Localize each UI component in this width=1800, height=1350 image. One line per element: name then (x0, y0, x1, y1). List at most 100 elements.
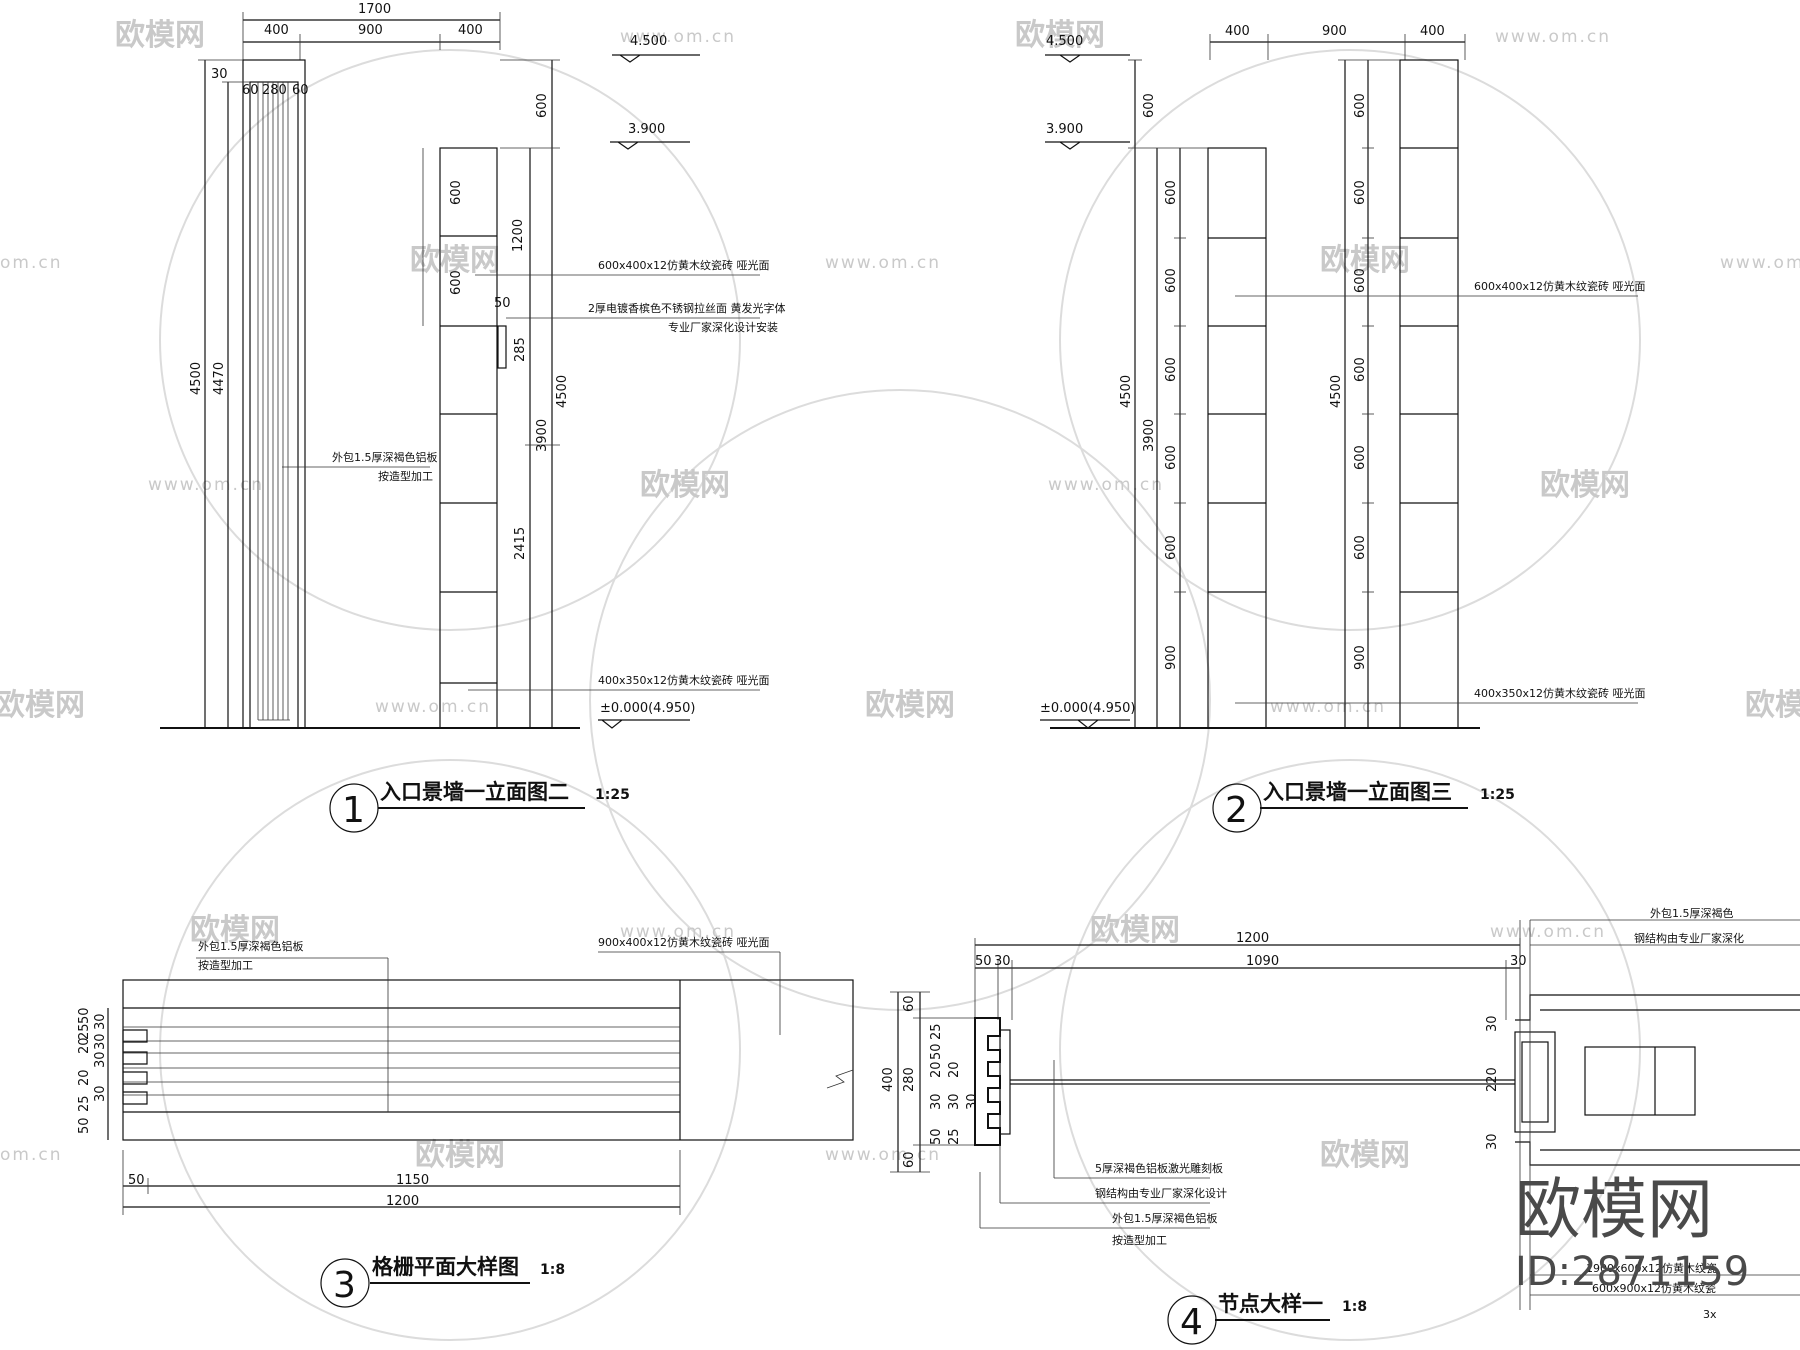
dim-30: 30 (1510, 954, 1527, 969)
watermark-url: www.om.cn (1490, 922, 1606, 942)
dim-1150: 1150 (396, 1173, 429, 1188)
drawing-number: 3 (333, 1265, 356, 1306)
level-3900: 3.900 (628, 122, 665, 137)
dim-50: 50 (929, 1128, 944, 1145)
drawing-scale: 1:25 (595, 787, 630, 803)
drawing-3-plan-detail: 50 25 20 30 30 20 25 50 30 30 50 1150 12… (77, 935, 854, 1308)
dim-25: 25 (77, 1095, 92, 1112)
dim-30: 30 (93, 1013, 108, 1030)
dim-600: 600 (1164, 357, 1179, 382)
watermark-circle (1059, 759, 1641, 1341)
dim-1200: 1200 (1236, 931, 1269, 946)
watermark-circle (159, 759, 741, 1341)
watermark-brand: 欧模网 (1015, 18, 1105, 53)
dim-600: 600 (1142, 93, 1157, 118)
dim-30: 30 (947, 1093, 962, 1110)
note-shape-fab: 按造型加工 (378, 469, 433, 483)
grille-outline (122, 979, 854, 1141)
watermark-url: www.om.cn (375, 697, 491, 717)
dim-30: 30 (929, 1093, 944, 1110)
watermark-url: www.om.cn (1495, 27, 1611, 47)
drawing-4-node-detail: 1200 50 30 1090 30 60 400 280 60 25 50 2… (881, 906, 1800, 1345)
dim-1700: 1700 (358, 2, 391, 17)
note-shape-fab: 按造型加工 (1112, 1233, 1167, 1247)
drawing-scale: 1:8 (540, 1262, 565, 1278)
note-tile-900x400: 900x400x12仿黄木纹瓷砖 哑光面 (598, 935, 770, 949)
dim-60: 60 (902, 1151, 917, 1168)
dim-280: 280 (902, 1067, 917, 1092)
drawing-scale: 1:25 (1480, 787, 1515, 803)
note-aluminum-wrap-cut: 外包1.5厚深褐色 (1650, 906, 1734, 920)
connector-box (1514, 1031, 1556, 1133)
watermark-url: www.om.cn (148, 475, 264, 495)
dim-600: 600 (1164, 535, 1179, 560)
drawing-2-elevation: 400 900 400 600 4500 3900 600 600 6 (1040, 24, 1646, 833)
column-inner (249, 81, 299, 729)
dim-4470: 4470 (212, 362, 227, 395)
drawing-title: 节点大样一 (1218, 1292, 1323, 1316)
level-marker (598, 719, 690, 729)
dim-30: 30 (965, 1093, 980, 1110)
dim-25: 25 (929, 1023, 944, 1040)
dim-50: 50 (929, 1043, 944, 1060)
note-aluminum-wrap: 外包1.5厚深褐色铝板 (332, 450, 438, 464)
dim-1090: 1090 (1246, 954, 1279, 969)
dim-50: 50 (128, 1173, 145, 1188)
watermark-url: www.om.cn (825, 253, 941, 273)
steel-section (1584, 1046, 1696, 1116)
dim-20: 20 (947, 1061, 962, 1078)
watermark-brand: 欧模网 (1090, 913, 1180, 948)
level-marker (1040, 719, 1130, 729)
dim-600: 600 (1353, 535, 1368, 560)
note-aluminum-wrap: 外包1.5厚深褐色铝板 (1112, 1211, 1218, 1225)
watermark-url: om.cn (0, 1145, 63, 1165)
note-vendor: 专业厂家深化设计安装 (668, 320, 778, 334)
dim-900: 900 (1353, 645, 1368, 670)
level-4500: 4.500 (630, 34, 667, 49)
watermark-url: www.om.cn (620, 27, 736, 47)
watermark-circle (1059, 49, 1641, 631)
level-0000: ±0.000(4.950) (600, 701, 695, 716)
profile-core (999, 1029, 1011, 1135)
drawing-number: 2 (1225, 790, 1248, 831)
watermark-circle (589, 389, 1211, 1011)
dim-600: 600 (449, 270, 464, 295)
dim-400: 400 (1420, 24, 1445, 39)
dim-30: 30 (1485, 1015, 1500, 1032)
dim-1200: 1200 (511, 219, 526, 252)
dim-30: 30 (994, 954, 1011, 969)
dim-600: 600 (1353, 180, 1368, 205)
dim-4500: 4500 (189, 362, 204, 395)
note-steel-vendor-cut: 钢结构由专业厂家深化 (1634, 931, 1744, 945)
dim-30: 30 (1485, 1133, 1500, 1150)
dim-25: 25 (947, 1128, 962, 1145)
steel-letter-strip (497, 325, 507, 369)
note-shape-fab: 按造型加工 (198, 958, 253, 972)
watermark-url: www.om.cn (1720, 253, 1800, 273)
dim-30: 30 (93, 1033, 108, 1050)
dim-4500: 4500 (555, 375, 570, 408)
dim-600: 600 (535, 93, 550, 118)
drawing-title: 格栅平面大样图 (372, 1255, 519, 1279)
watermark-brand: 欧模网 (1320, 243, 1410, 278)
watermark-url: www.om.cn (620, 922, 736, 942)
dim-400: 400 (1225, 24, 1250, 39)
dim-600: 600 (1164, 445, 1179, 470)
watermark-layer: 欧模网 欧模网 欧模网 欧模网 欧模网 欧模网 欧模网 欧模网 欧模网 欧模网 … (0, 18, 1800, 1341)
dim-600: 600 (1164, 268, 1179, 293)
dim-50: 50 (77, 1117, 92, 1134)
level-marker (612, 54, 700, 63)
watermark-url: om.cn (0, 253, 63, 273)
dim-60: 60 (902, 995, 917, 1012)
watermark-brand: 欧模网 (640, 468, 730, 503)
watermark-brand: 欧模网 (1320, 1138, 1410, 1173)
dim-20: 20 (929, 1061, 944, 1078)
level-0000: ±0.000(4.950) (1040, 701, 1135, 716)
watermark-brand: 欧模网 (1745, 688, 1800, 723)
note-steel-structure: 钢结构由专业厂家深化设计 (1095, 1186, 1227, 1200)
watermark-url: www.om.cn (1048, 475, 1164, 495)
dim-600: 600 (1353, 268, 1368, 293)
dim-600: 600 (1353, 93, 1368, 118)
level-3900: 3.900 (1046, 122, 1083, 137)
